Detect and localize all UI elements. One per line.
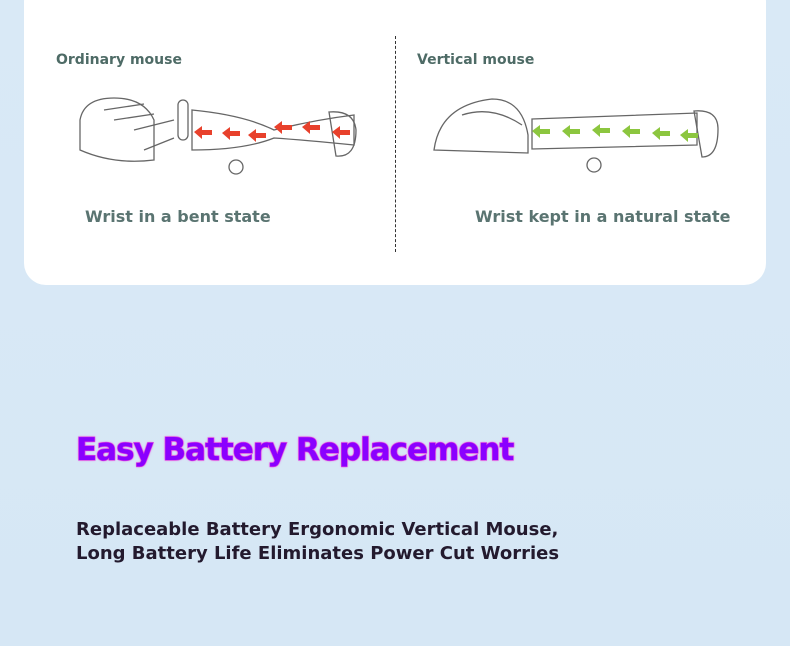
vertical-mouse-label: Vertical mouse — [417, 52, 535, 68]
ordinary-mouse-label: Ordinary mouse — [56, 52, 182, 68]
feature-subtitle: Replaceable Battery Ergonomic Vertical M… — [76, 518, 559, 566]
subtitle-line-2: Long Battery Life Eliminates Power Cut W… — [76, 543, 560, 564]
ordinary-mouse-wrist-illustration — [79, 97, 357, 175]
ordinary-mouse-caption: Wrist in a bent state — [85, 207, 271, 226]
vertical-mouse-caption: Wrist kept in a natural state — [475, 207, 731, 226]
vertical-mouse-wrist-illustration — [433, 98, 719, 173]
feature-title: Easy Battery Replacement — [75, 431, 514, 468]
subtitle-line-1: Replaceable Battery Ergonomic Vertical M… — [76, 519, 559, 540]
divider — [395, 36, 396, 252]
